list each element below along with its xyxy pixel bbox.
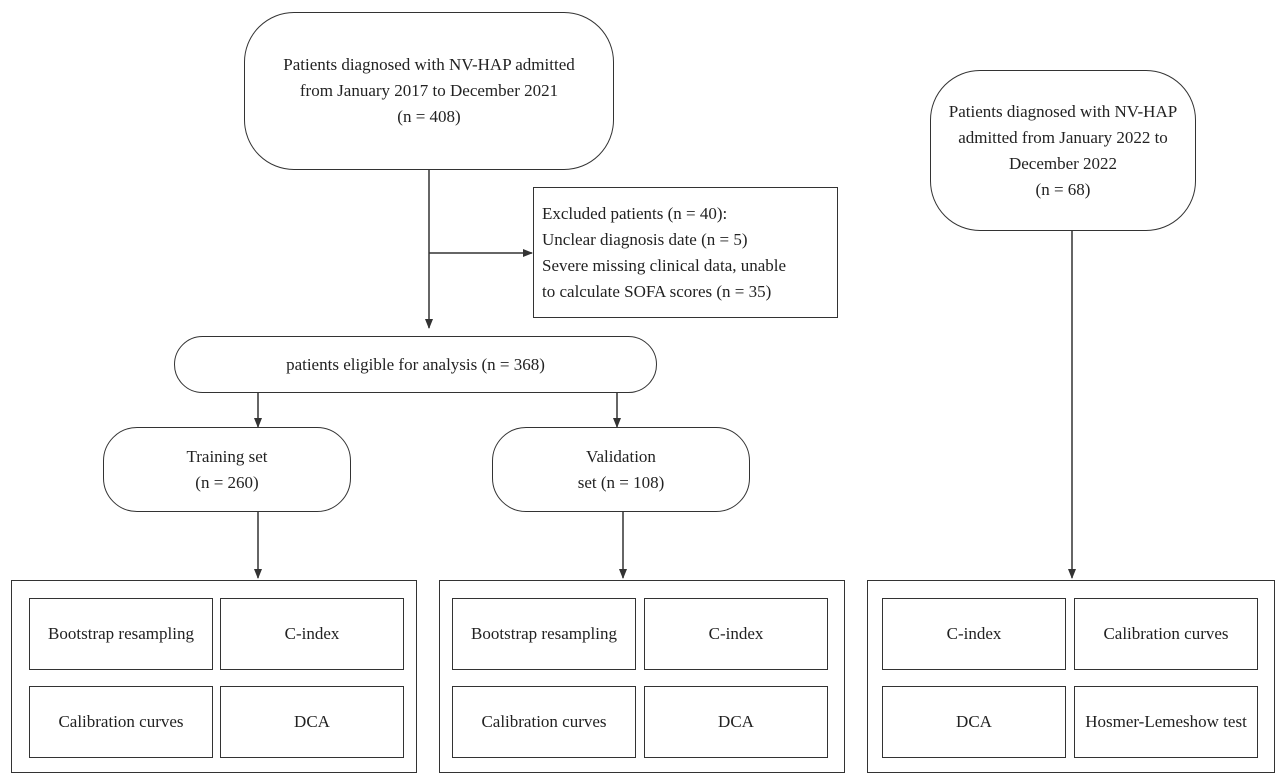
excluded-reason-2a: Severe missing clinical data, unable bbox=[542, 255, 787, 275]
validation-method-cindex: C-index bbox=[644, 598, 828, 670]
training-set-count: (n = 260) bbox=[195, 472, 259, 492]
excluded-reason-2b: to calculate SOFA scores (n = 35) bbox=[542, 281, 772, 301]
training-set-box: Training set (n = 260) bbox=[103, 427, 351, 512]
source-cohort-count: (n = 408) bbox=[397, 107, 461, 126]
training-method-dca: DCA bbox=[220, 686, 404, 758]
source-cohort-line-2: from January 2017 to December 2021 bbox=[299, 81, 559, 100]
external-cohort-line-2: admitted from January 2022 to bbox=[958, 127, 1168, 147]
training-method-bootstrap: Bootstrap resampling bbox=[29, 598, 213, 670]
validation-methods-group: Bootstrap resampling C-index Calibration… bbox=[439, 580, 845, 773]
source-cohort-line-1: Patients diagnosed with NV-HAP admitted bbox=[283, 55, 575, 74]
validation-set-box: Validation set (n = 108) bbox=[492, 427, 750, 512]
external-cohort-box: Patients diagnosed with NV-HAP admitted … bbox=[930, 70, 1196, 231]
external-methods-group: C-index Calibration curves DCA Hosmer-Le… bbox=[867, 580, 1275, 773]
eligible-patients-box: patients eligible for analysis (n = 368) bbox=[174, 336, 657, 393]
training-methods-group: Bootstrap resampling C-index Calibration… bbox=[11, 580, 417, 773]
excluded-total: Excluded patients (n = 40): bbox=[542, 203, 728, 223]
training-set-title: Training set bbox=[186, 446, 268, 466]
external-method-dca: DCA bbox=[882, 686, 1066, 758]
validation-set-title: Validation bbox=[586, 446, 656, 466]
training-method-calibration: Calibration curves bbox=[29, 686, 213, 758]
source-cohort-box: Patients diagnosed with NV-HAP admitted … bbox=[244, 12, 614, 170]
external-cohort-line-3: December 2022 bbox=[1008, 153, 1118, 173]
training-method-cindex: C-index bbox=[220, 598, 404, 670]
validation-method-dca: DCA bbox=[644, 686, 828, 758]
validation-method-calibration: Calibration curves bbox=[452, 686, 636, 758]
validation-set-count: set (n = 108) bbox=[577, 472, 665, 492]
eligible-patients-label: patients eligible for analysis (n = 368) bbox=[286, 354, 545, 374]
external-method-cindex: C-index bbox=[882, 598, 1066, 670]
validation-method-bootstrap: Bootstrap resampling bbox=[452, 598, 636, 670]
external-cohort-count: (n = 68) bbox=[1035, 179, 1091, 199]
external-method-calibration: Calibration curves bbox=[1074, 598, 1258, 670]
excluded-reason-1: Unclear diagnosis date (n = 5) bbox=[542, 229, 748, 249]
external-method-hosmer-lemeshow: Hosmer-Lemeshow test bbox=[1074, 686, 1258, 758]
excluded-patients-box: Excluded patients (n = 40): Unclear diag… bbox=[533, 187, 838, 318]
external-cohort-line-1: Patients diagnosed with NV-HAP bbox=[948, 101, 1178, 121]
